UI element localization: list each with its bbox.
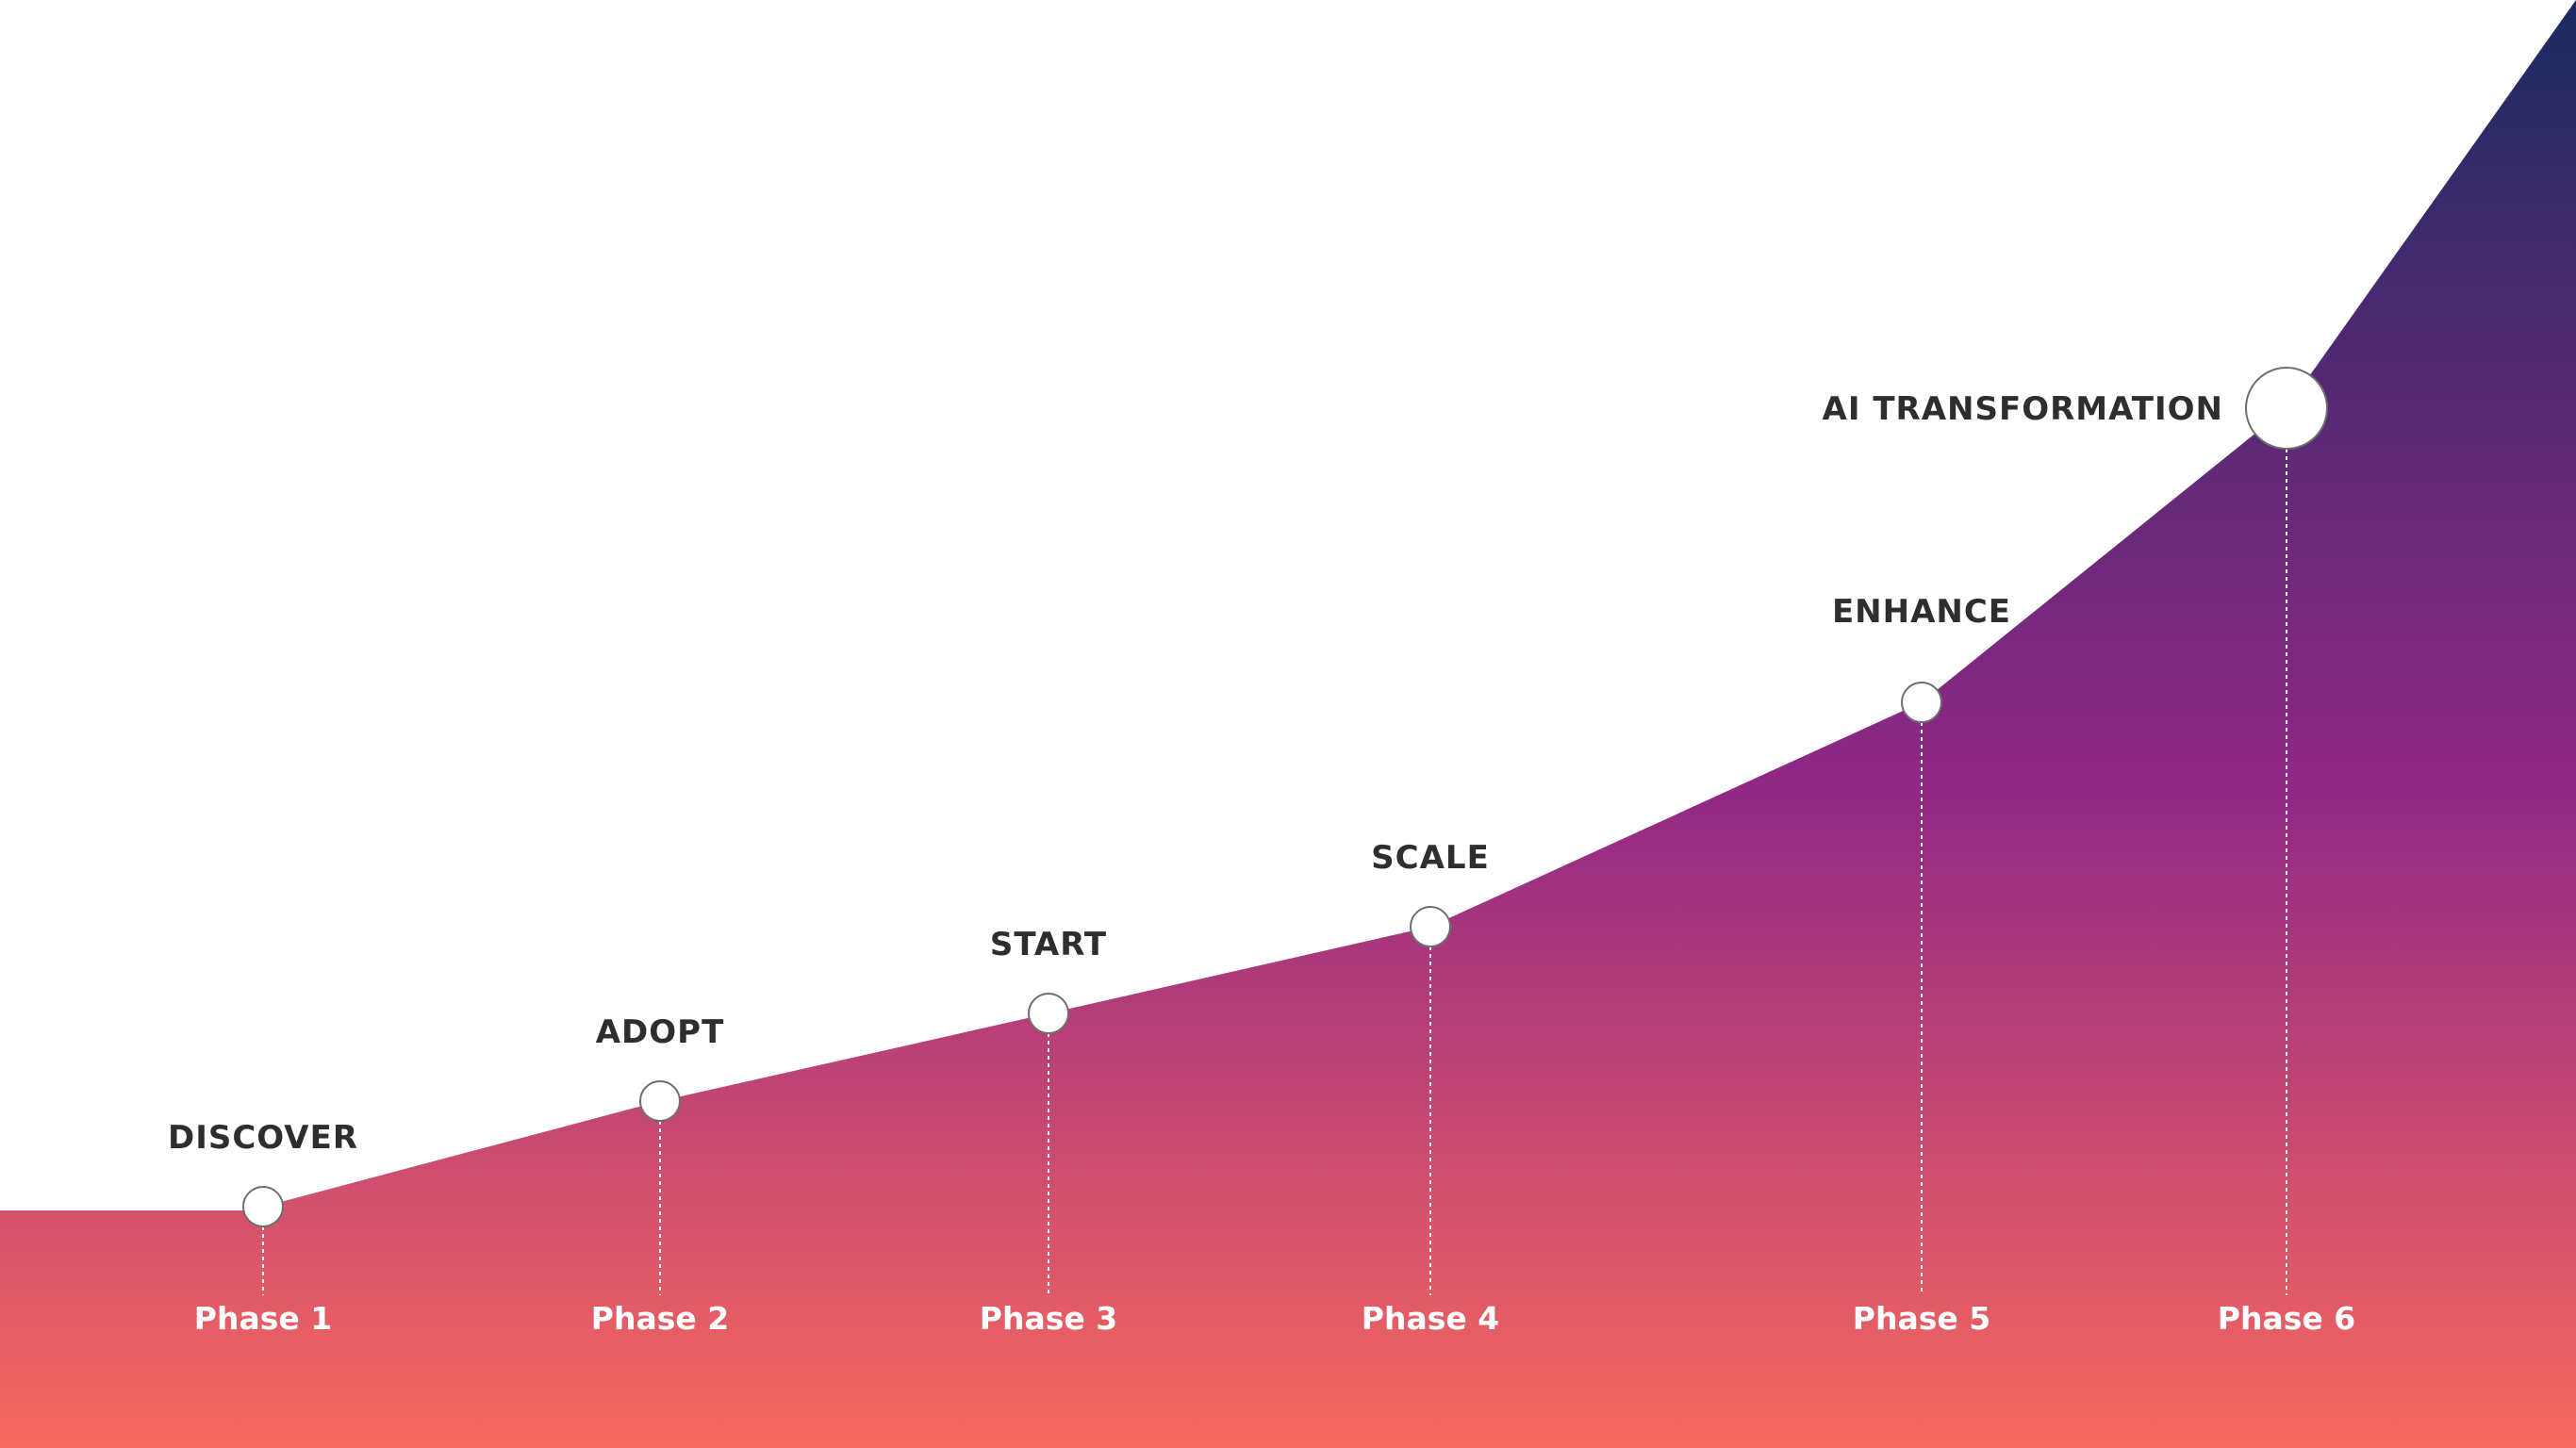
milestone-node	[1901, 682, 1942, 723]
phase-label: Phase 4	[1362, 1300, 1499, 1337]
phase-label: Phase 3	[980, 1300, 1117, 1337]
stage-label: ADOPT	[596, 1013, 725, 1051]
milestone-node	[1028, 993, 1069, 1034]
milestone-node-highlight	[2245, 367, 2328, 450]
stage-label: ENHANCE	[1832, 593, 2011, 631]
connector-lines	[262, 449, 2287, 1295]
phase-label: Phase 5	[1853, 1300, 1990, 1337]
stage-label: AI TRANSFORMATION	[1823, 390, 2223, 428]
milestone-nodes	[242, 367, 2328, 1227]
phase-labels: Phase 1 Phase 2 Phase 3 Phase 4 Phase 5 Phase…	[194, 1300, 2355, 1337]
stage-label: DISCOVER	[168, 1119, 358, 1157]
phase-label: Phase 6	[2218, 1300, 2355, 1337]
phase-label: Phase 2	[591, 1300, 729, 1337]
milestone-node	[242, 1186, 284, 1227]
stage-labels: DISCOVER ADOPT START SCALE ENHANCE AI TRANSFO…	[168, 390, 2223, 1157]
stage-label: START	[990, 926, 1107, 963]
milestone-node	[1410, 906, 1451, 947]
phase-label: Phase 1	[194, 1300, 332, 1337]
stage-label: SCALE	[1371, 839, 1490, 877]
milestone-node	[639, 1080, 681, 1122]
